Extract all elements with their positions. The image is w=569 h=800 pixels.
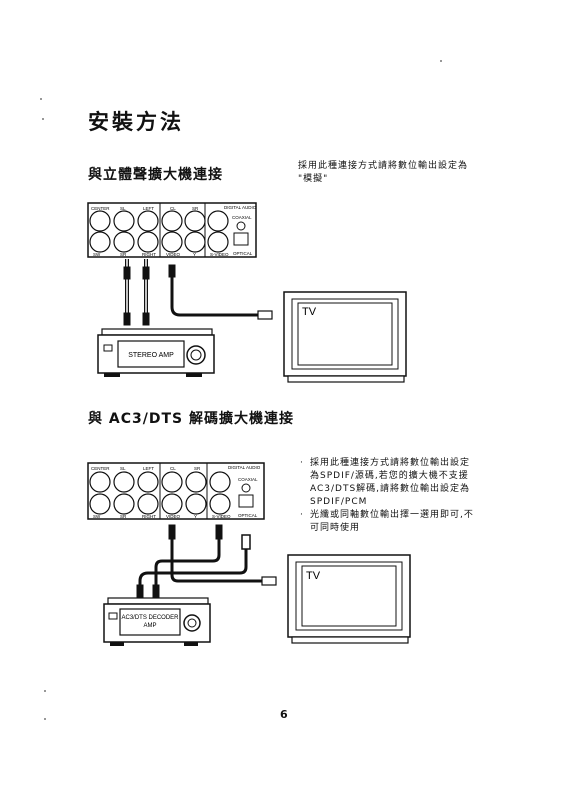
section2-bullet2-line1: 光纖或同軸數位輸出擇一選用即可,不: [310, 510, 474, 520]
coaxial-cable: [152, 524, 223, 598]
label2-s-video: S-VIDEO: [212, 514, 231, 519]
label2-cl: CL: [170, 466, 176, 471]
label2-sr: SR: [120, 514, 127, 519]
label2-optical: OPTICAL: [238, 513, 258, 518]
jack-sw: [89, 231, 111, 253]
jack-sr-top: [184, 210, 206, 232]
label-y: Y: [193, 252, 196, 257]
section2-bullet1-line3: AC3/DTS解碼,請將數位輸出設定為: [310, 484, 471, 494]
label-s-video: S-VIDEO: [210, 252, 229, 257]
label2-center: CENTER: [91, 466, 110, 471]
label-right: RIGHT: [142, 252, 156, 257]
tv-1: TV: [283, 291, 407, 383]
jack-coaxial: [236, 221, 246, 231]
label2-digital-audio: DIGITAL AUDIO: [228, 465, 261, 470]
label-cl: CL: [170, 206, 176, 211]
video-cable-2: [168, 524, 277, 586]
jack-right: [137, 231, 159, 253]
audio-cables: [123, 259, 150, 326]
jack-left: [137, 210, 159, 232]
label-sw: SW: [93, 252, 101, 257]
stereo-amp: STEREO AMP: [97, 328, 215, 377]
label2-sw: SW: [93, 514, 101, 519]
label2-video: VIDEO: [166, 514, 181, 519]
label-optical: OPTICAL: [233, 251, 253, 256]
tv-2: TV: [287, 554, 411, 644]
page-number: 6: [280, 708, 288, 721]
jack-video: [161, 231, 183, 253]
label-left: LEFT: [143, 206, 154, 211]
label-sr-top: SR: [192, 206, 199, 211]
video-cable: [168, 264, 273, 320]
decoder-amp: AC3/DTS DECODER AMP: [103, 597, 211, 646]
label2-y: Y: [194, 514, 197, 519]
label2-sr-top: SR: [194, 466, 201, 471]
decoder-amp-label-line2: AMP: [143, 623, 156, 629]
label2-sl: SL: [120, 466, 126, 471]
tv-1-label: TV: [302, 306, 317, 318]
jack-center: [89, 210, 111, 232]
jack-digital: [207, 210, 229, 232]
scan-mark: [440, 60, 442, 62]
section1-heading: 與立體聲擴大機連接: [88, 167, 223, 183]
jack-optical: [233, 232, 249, 246]
scan-mark: [40, 98, 42, 100]
section2-bullet2-marker: ·: [300, 510, 304, 520]
label-sl: SL: [120, 206, 126, 211]
section1-note-line1: 採用此種連接方式請將數位輸出設定為: [298, 161, 469, 171]
jack-y: [184, 231, 206, 253]
label-digital-audio: DIGITAL AUDIO: [224, 205, 257, 210]
label-sr: SR: [120, 252, 127, 257]
jack-cl: [161, 210, 183, 232]
section2-bullet1-marker: ·: [300, 458, 304, 468]
rear-panel: CENTER SL LEFT CL SR DIGITAL AUDIO COAXI…: [87, 202, 257, 258]
label2-right: RIGHT: [142, 514, 156, 519]
label2-coaxial: COAXIAL: [238, 477, 258, 482]
page-title: 安裝方法: [88, 110, 184, 134]
decoder-connection-diagram: CENTER SL LEFT CL SR DIGITAL AUDIO COAXI…: [87, 462, 411, 646]
section2-bullet2-line2: 可同時使用: [310, 523, 361, 533]
section1-note-line2: "模擬": [298, 174, 329, 184]
jack-sr: [113, 231, 135, 253]
jack-svideo: [207, 231, 229, 253]
section2-bullet1-line2: 為SPDIF/源碼,若您的擴大機不支援: [310, 471, 469, 481]
stereo-connection-diagram: CENTER SL LEFT CL SR DIGITAL AUDIO COAXI…: [87, 202, 407, 383]
decoder-amp-label-line1: AC3/DTS DECODER: [121, 615, 179, 621]
rear-panel-2: CENTER SL LEFT CL SR DIGITAL AUDIO COAXI…: [87, 462, 265, 520]
optical-cable: [136, 534, 251, 598]
label-video: VIDEO: [166, 252, 181, 257]
label-coaxial: COAXIAL: [232, 215, 252, 220]
scan-mark: [42, 118, 44, 120]
scan-mark: [44, 718, 46, 720]
section2-bullet1-line1: 採用此種連接方式請將數位輸出設定: [310, 458, 471, 468]
label-center: CENTER: [91, 206, 110, 211]
tv-2-label: TV: [306, 570, 321, 582]
jack-sl: [113, 210, 135, 232]
label2-left: LEFT: [143, 466, 154, 471]
section2-heading: 與 AC3/DTS 解碼擴大機連接: [88, 411, 294, 427]
stereo-amp-label: STEREO AMP: [128, 352, 174, 359]
scan-mark: [44, 690, 46, 692]
section2-bullet1-line4: SPDIF/PCM: [310, 497, 368, 507]
